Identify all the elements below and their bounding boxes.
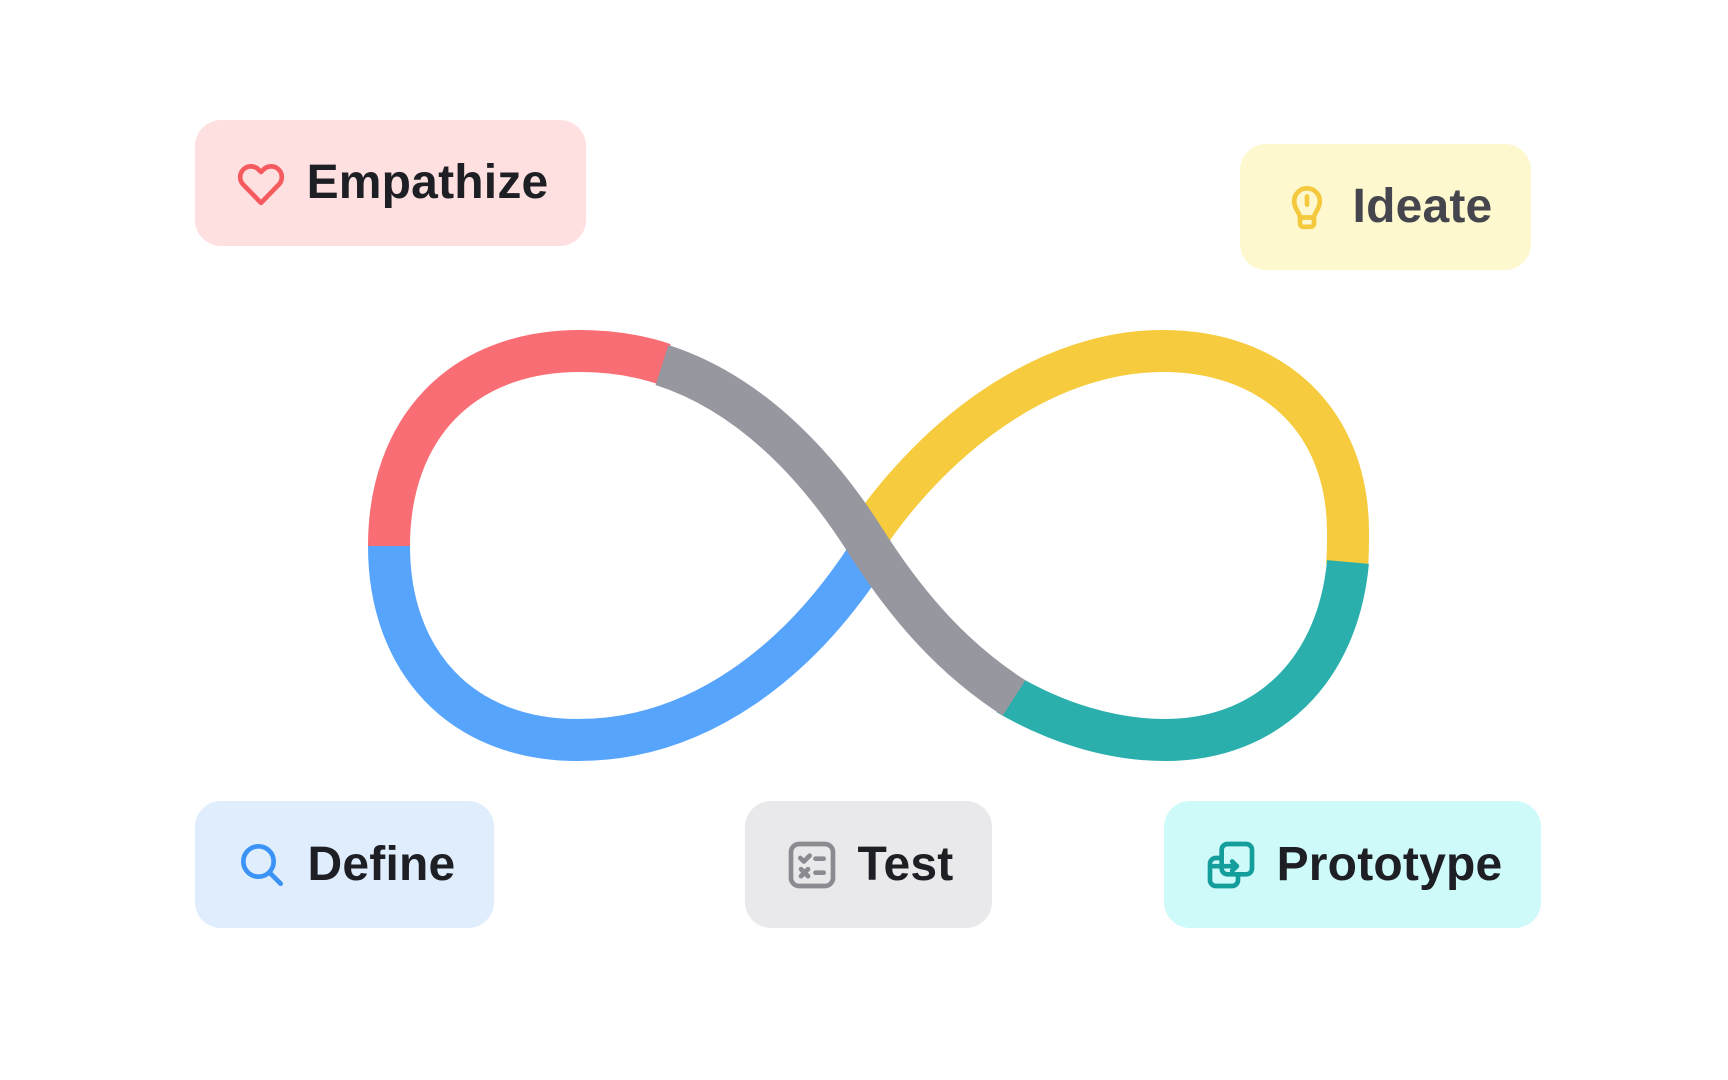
stage-card-prototype[interactable]: Prototype [1164,801,1541,928]
loop-segment-ideate [850,329,1370,569]
loop-segment-define [368,543,886,762]
stage-card-test[interactable]: Test [745,801,992,928]
loop-segment-test [655,345,1026,716]
stage-label-define: Define [307,837,456,891]
loop-segment-prototype [996,559,1369,762]
stage-card-define[interactable]: Define [195,801,494,928]
stage-label-ideate: Ideate [1352,180,1493,233]
stage-label-empathize: Empathize [306,156,549,209]
stage-card-ideate[interactable]: Ideate [1240,144,1531,270]
stage-label-prototype: Prototype [1276,837,1503,891]
stage-card-empathize[interactable]: Empathize [195,120,586,246]
stage-label-test: Test [857,837,954,891]
checklist-icon [784,837,840,893]
search-icon [234,837,290,893]
heart-icon [233,155,289,211]
loop-segment-empathize [368,329,671,547]
prototype-transfer-icon [1203,837,1259,893]
lightbulb-icon [1279,179,1335,235]
